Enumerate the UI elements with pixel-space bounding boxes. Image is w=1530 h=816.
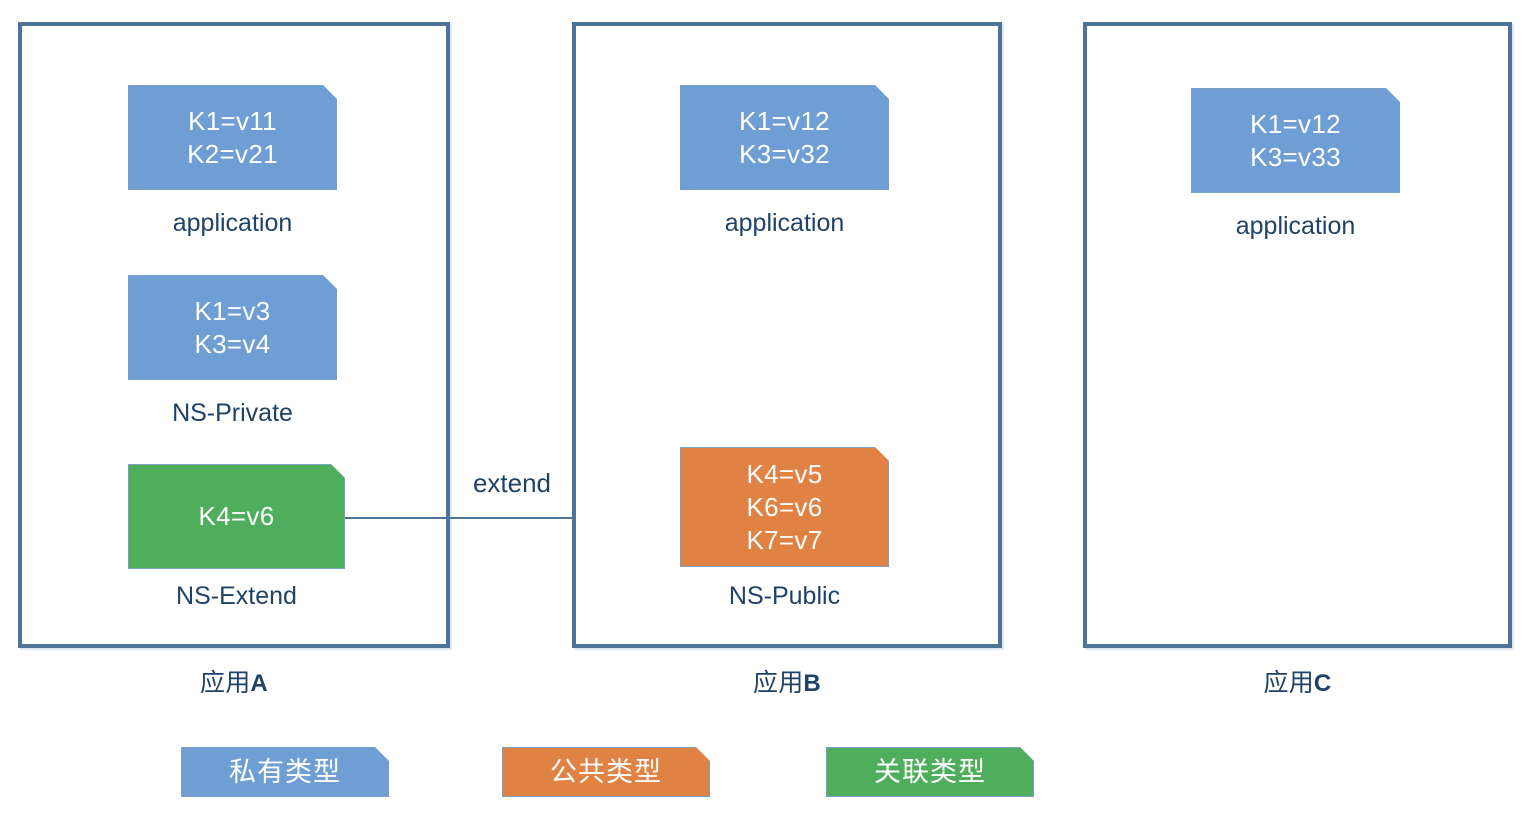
caption-prefix: 应用 — [1263, 669, 1314, 697]
note-line: K7=v7 — [746, 524, 823, 555]
note-label-app-a-ns-extend: NS-Extend — [176, 582, 297, 610]
caption-suffix: C — [1313, 670, 1332, 697]
note-app-b-application[interactable]: K1=v12 K3=v32 — [680, 85, 889, 190]
panel-caption-app-a: 应用A — [18, 668, 450, 699]
note-line: K3=v4 — [194, 328, 271, 359]
note-line: K4=v5 — [746, 458, 823, 489]
note-line: K1=v12 — [1250, 108, 1341, 139]
note-line: K1=v11 — [188, 105, 277, 136]
legend-item-public[interactable]: 公共类型 — [502, 747, 710, 797]
caption-suffix: B — [803, 670, 821, 697]
note-line: K2=v21 — [187, 138, 278, 169]
note-app-a-application[interactable]: K1=v11 K2=v21 — [128, 85, 337, 190]
note-line: K4=v6 — [198, 501, 275, 531]
note-label-app-b-ns-public: NS-Public — [728, 582, 841, 610]
extend-connector-line — [345, 517, 667, 519]
caption-prefix: 应用 — [200, 669, 251, 697]
legend-item-extend[interactable]: 关联类型 — [826, 747, 1034, 797]
panel-caption-app-b: 应用B — [572, 668, 1002, 699]
note-label-app-c-application: application — [1235, 212, 1356, 240]
legend-label: 公共类型 — [550, 757, 662, 787]
note-app-a-ns-extend[interactable]: K4=v6 — [128, 464, 345, 569]
extend-connector-label: extend — [472, 468, 552, 498]
note-line: K1=v3 — [194, 295, 271, 326]
note-app-b-ns-public[interactable]: K4=v5 K6=v6 K7=v7 — [680, 447, 889, 567]
note-line: K3=v33 — [1250, 141, 1341, 172]
note-label-app-a-application: application — [172, 209, 293, 237]
note-label-app-b-application: application — [724, 209, 845, 237]
legend-label: 关联类型 — [874, 757, 986, 787]
note-app-c-application[interactable]: K1=v12 K3=v33 — [1191, 88, 1400, 193]
legend-item-private[interactable]: 私有类型 — [181, 747, 389, 797]
note-label-app-a-ns-private: NS-Private — [172, 399, 293, 427]
legend-label: 私有类型 — [229, 757, 341, 787]
note-app-a-ns-private[interactable]: K1=v3 K3=v4 — [128, 275, 337, 380]
note-line: K1=v12 — [739, 105, 830, 136]
panel-caption-app-c: 应用C — [1083, 668, 1512, 699]
note-line: K3=v32 — [739, 138, 830, 169]
note-line: K6=v6 — [746, 491, 823, 522]
caption-suffix: A — [250, 670, 268, 697]
caption-prefix: 应用 — [753, 669, 804, 697]
